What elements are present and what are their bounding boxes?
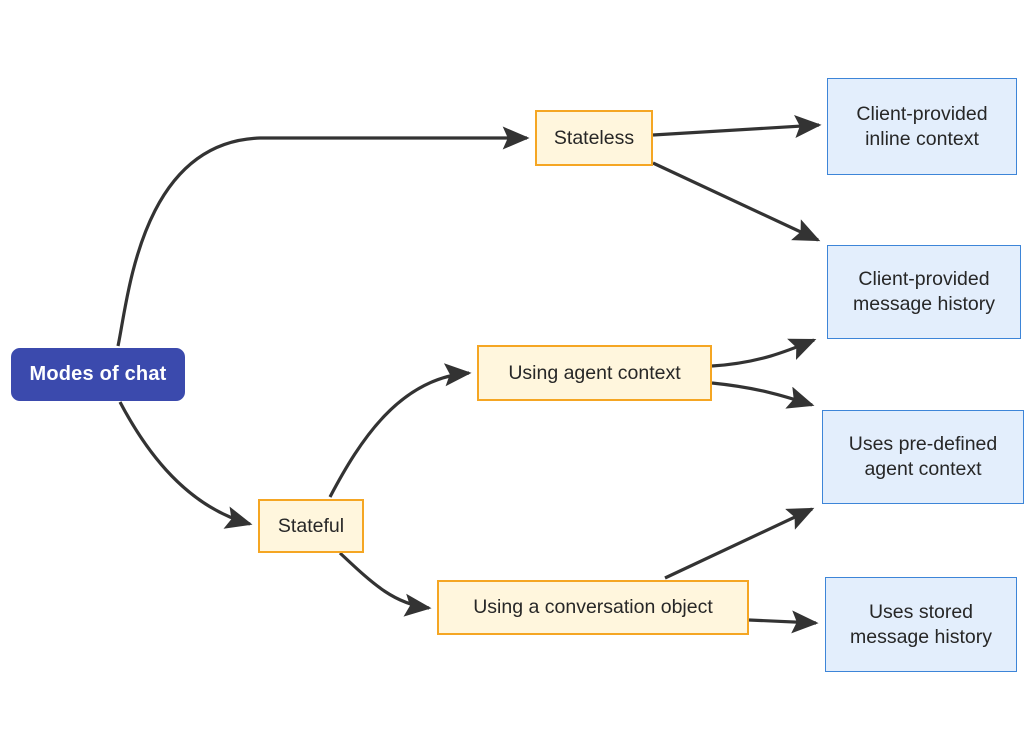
node-label-conversation-object: Using a conversation object xyxy=(473,596,713,619)
edge-stateless-to-inline-context xyxy=(652,114,822,138)
edge-stateful-to-conversation-object xyxy=(338,551,432,617)
node-label-stateful: Stateful xyxy=(277,514,345,537)
node-conversation-object[interactable]: Using a conversation object xyxy=(437,580,749,635)
edge-agent-context-to-message-history xyxy=(711,338,817,368)
edge-root-to-stateless xyxy=(116,126,530,347)
edge-group xyxy=(116,114,822,634)
node-label-stored-message-history: Uses stored message history xyxy=(850,600,992,648)
edge-agent-context-to-predefined-agent-context xyxy=(711,381,815,409)
node-label-message-history: Client-provided message history xyxy=(853,268,995,315)
node-message-history[interactable]: Client-provided message history xyxy=(827,245,1021,339)
node-inline-context[interactable]: Client-provided inline context xyxy=(827,78,1017,175)
node-label-predefined-agent-context: Uses pre-defined agent context xyxy=(848,433,998,480)
node-label-agent-context: Using agent context xyxy=(508,361,681,384)
node-stateful[interactable]: Stateful xyxy=(258,499,364,553)
node-root[interactable]: Modes of chat xyxy=(11,348,185,401)
edge-conversation-object-to-predefined-agent-context xyxy=(664,507,815,580)
node-predefined-agent-context[interactable]: Uses pre-defined agent context xyxy=(822,410,1024,504)
edge-stateless-to-message-history xyxy=(652,161,821,242)
edge-root-to-stateful xyxy=(118,401,253,529)
edge-stateful-to-agent-context xyxy=(328,363,472,498)
node-agent-context[interactable]: Using agent context xyxy=(477,345,712,401)
edge-conversation-object-to-stored-message-history xyxy=(748,610,819,634)
node-label-stateless: Stateless xyxy=(553,126,635,149)
node-stored-message-history[interactable]: Uses stored message history xyxy=(825,577,1017,672)
node-label-inline-context: Client-provided inline context xyxy=(856,102,988,150)
node-label-root: Modes of chat xyxy=(29,362,167,385)
node-stateless[interactable]: Stateless xyxy=(535,110,653,166)
